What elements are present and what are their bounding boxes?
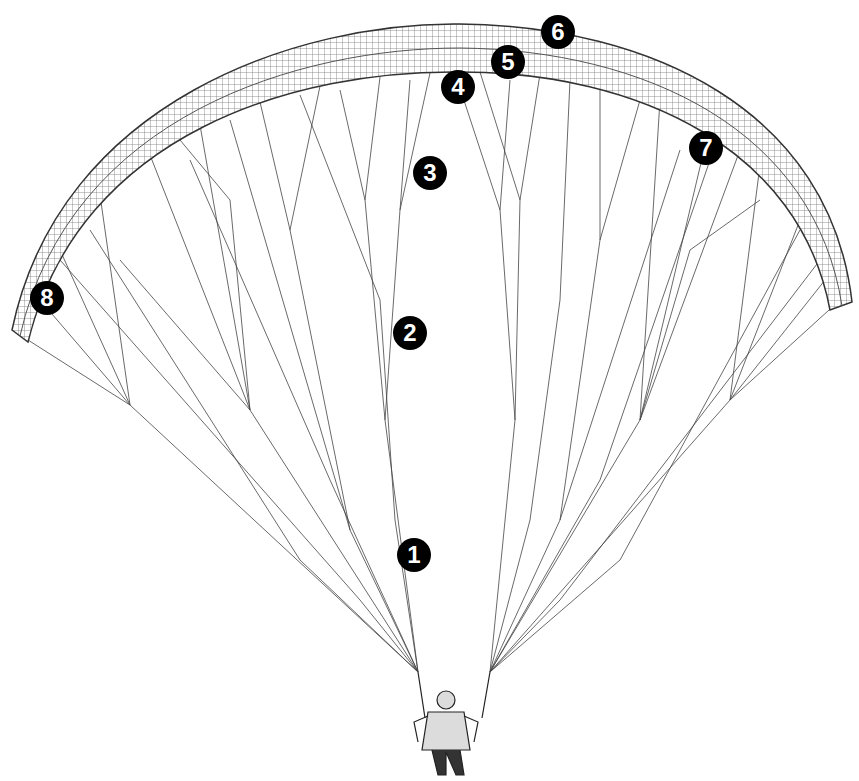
pilot	[414, 672, 490, 775]
callout-number: 4	[441, 70, 475, 104]
callout-number: 1	[397, 538, 431, 572]
callout-number: 3	[413, 156, 447, 190]
callout-number: 2	[393, 316, 427, 350]
callout-number: 7	[689, 131, 723, 165]
suspension-lines	[28, 73, 430, 672]
callout-number: 5	[491, 45, 525, 79]
canopy-seam	[20, 48, 842, 336]
callout-number: 6	[541, 15, 575, 49]
canopy	[12, 24, 852, 342]
callout-number: 8	[30, 281, 64, 315]
